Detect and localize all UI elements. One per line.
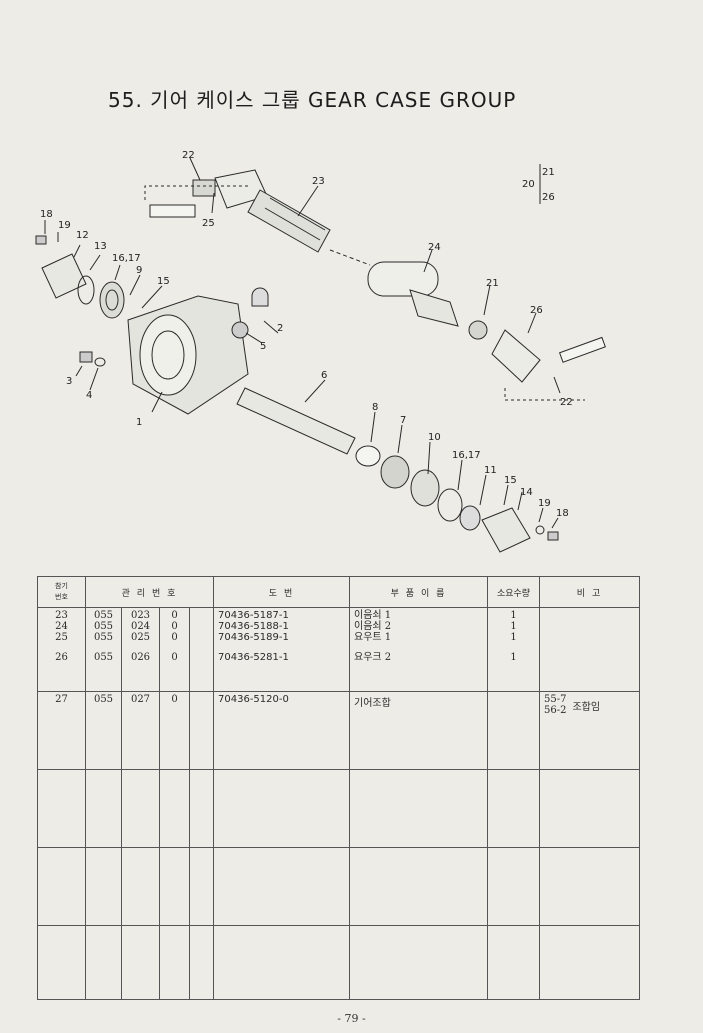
label-2: 2 xyxy=(277,323,283,334)
label-25: 25 xyxy=(202,218,215,229)
label-21: 21 xyxy=(486,278,499,289)
label-24: 24 xyxy=(428,242,441,253)
label-11: 11 xyxy=(484,465,497,476)
label-26: 26 xyxy=(530,305,543,316)
label-21-group: 21 xyxy=(542,167,555,178)
header-code: 관 리 번 호 xyxy=(84,576,215,608)
table-row-empty xyxy=(37,769,641,848)
page-title: 55. 기어 케이스 그룹 GEAR CASE GROUP xyxy=(108,88,517,112)
label-9: 9 xyxy=(136,265,142,276)
callout-labels: 18 19 12 13 16,17 9 15 2 5 3 4 1 6 8 7 1… xyxy=(40,150,573,519)
label-12: 12 xyxy=(76,230,89,241)
header-remark: 비 고 xyxy=(539,576,641,608)
label-23: 23 xyxy=(312,176,325,187)
label-26-group: 26 xyxy=(542,192,555,203)
label-14: 14 xyxy=(520,487,533,498)
label-13: 13 xyxy=(94,241,107,252)
label-8: 8 xyxy=(372,402,378,413)
label-6: 6 xyxy=(321,370,327,381)
label-15: 15 xyxy=(157,276,170,287)
table-row-empty xyxy=(37,925,641,1000)
table-row-empty xyxy=(37,847,641,926)
label-18-lower: 18 xyxy=(556,508,569,519)
label-19: 19 xyxy=(58,220,71,231)
label-22-lower: 22 xyxy=(560,397,573,408)
exploded-parts-diagram: 18 19 12 13 16,17 9 15 2 5 3 4 1 6 8 7 1… xyxy=(35,150,606,553)
label-19-lower: 19 xyxy=(538,498,551,509)
label-3: 3 xyxy=(66,376,72,387)
label-5: 5 xyxy=(260,341,266,352)
label-1: 1 xyxy=(136,417,142,428)
label-10: 10 xyxy=(428,432,441,443)
header-name: 부 품 이 름 xyxy=(349,576,489,608)
label-22: 22 xyxy=(182,150,195,161)
label-7: 7 xyxy=(400,415,406,426)
label-16-17: 16,17 xyxy=(112,253,141,264)
label-15-lower: 15 xyxy=(504,475,517,486)
header-qty: 소요수량 xyxy=(487,576,541,608)
label-18: 18 xyxy=(40,209,53,220)
page-number: - 79 - xyxy=(337,1012,366,1025)
label-16-17-lower: 16,17 xyxy=(452,450,481,461)
label-4: 4 xyxy=(86,390,92,401)
label-20: 20 xyxy=(522,179,535,190)
header-drawing: 도 번 xyxy=(213,576,351,608)
